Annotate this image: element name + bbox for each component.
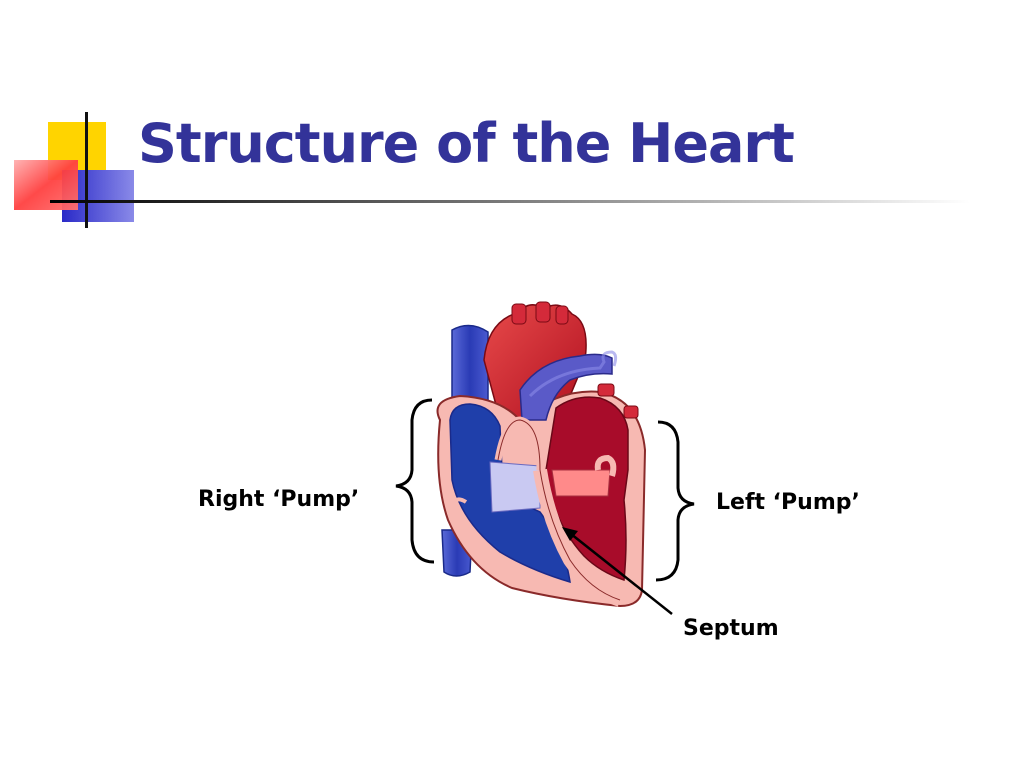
septum-arrow [565, 529, 673, 615]
slide-title: Structure of the Heart [138, 112, 795, 175]
septum-label: Septum [683, 616, 779, 641]
pulmonary-artery [519, 353, 613, 421]
heart-illustration [436, 301, 647, 608]
left-pump-bracket [655, 420, 695, 582]
septum-arrowhead [562, 527, 578, 541]
left-pump-label: Left ‘Pump’ [716, 490, 860, 515]
valve-region [489, 461, 541, 513]
right-pump-label: Right ‘Pump’ [198, 487, 360, 512]
vertical-rule [85, 112, 88, 228]
title-underline [50, 200, 970, 203]
right-pump-bracket [395, 398, 435, 564]
title-decoration [14, 112, 970, 228]
